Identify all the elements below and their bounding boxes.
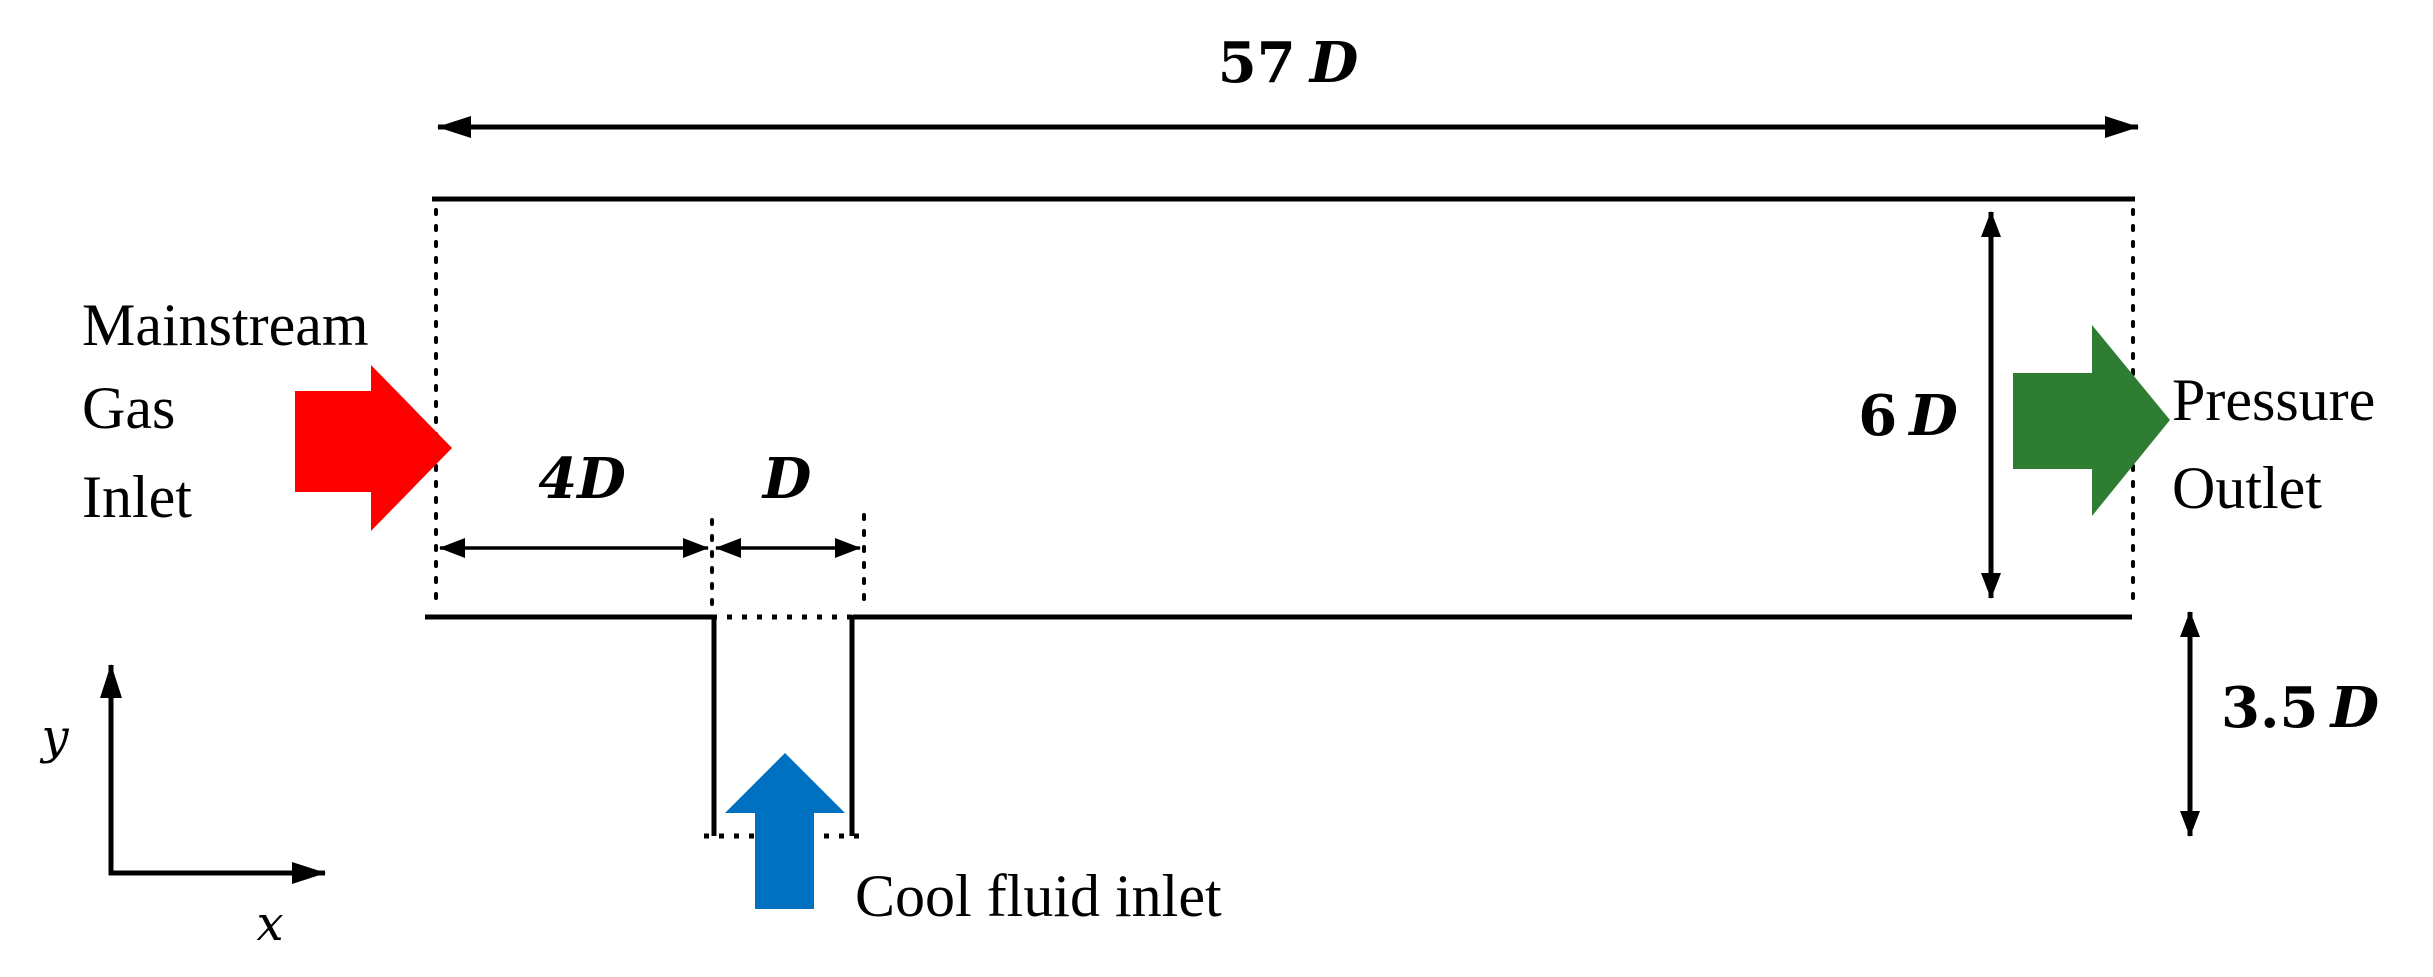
inlet-label: Mainstream Gas Inlet <box>82 292 384 530</box>
coolant-inlet-arrow <box>725 753 845 909</box>
coordinate-axes: y x <box>39 664 326 952</box>
outlet-label: Pressure Outlet <box>2172 367 2390 521</box>
upstream-gap-label: 4D <box>538 446 626 512</box>
pressure-outlet-arrow <box>2013 325 2170 516</box>
slot-position-dimensions: 4D D <box>439 446 866 607</box>
slot-width-label: D <box>761 446 812 512</box>
y-axis-label: y <box>39 709 69 765</box>
coolant-inlet-label: Cool fluid inlet <box>855 863 1222 929</box>
x-axis-label: x <box>256 896 283 952</box>
mainstream-inlet-arrow <box>295 365 452 531</box>
